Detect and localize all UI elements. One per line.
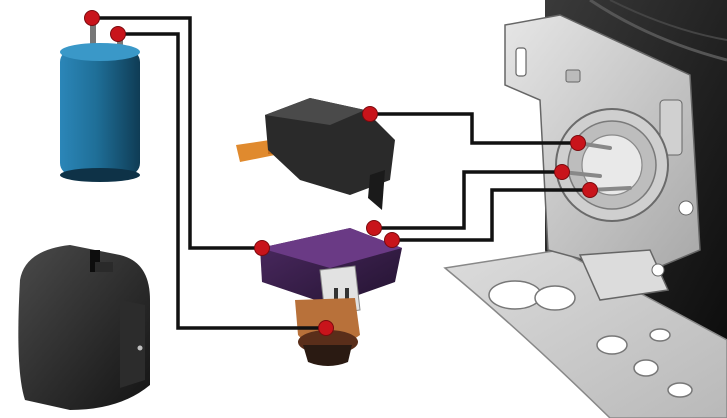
overload-protector-icon bbox=[236, 98, 395, 210]
wire-relay-to-terminal-low bbox=[392, 188, 590, 242]
terminal-cover-icon bbox=[18, 245, 151, 410]
connection-dot bbox=[110, 26, 126, 42]
wire-capacitor-to-relay bbox=[92, 16, 262, 250]
wire-capacitor-to-ptc bbox=[118, 32, 326, 330]
connection-dot bbox=[254, 240, 270, 256]
connection-dot bbox=[318, 320, 334, 336]
connection-dot bbox=[366, 220, 382, 236]
connection-dot bbox=[570, 135, 586, 151]
connection-points bbox=[84, 10, 598, 336]
connection-dot bbox=[84, 10, 100, 26]
connection-dot bbox=[384, 232, 400, 248]
connection-dot bbox=[582, 182, 598, 198]
wires bbox=[92, 16, 590, 330]
wire-relay-to-terminal-mid bbox=[374, 170, 562, 230]
capacitor-icon bbox=[60, 22, 140, 182]
mounting-plate-icon bbox=[443, 249, 727, 418]
connection-dot bbox=[554, 164, 570, 180]
ptc-relay-icon bbox=[260, 228, 402, 366]
wire-overload-to-terminal-top bbox=[370, 112, 578, 145]
connection-dot bbox=[362, 106, 378, 122]
